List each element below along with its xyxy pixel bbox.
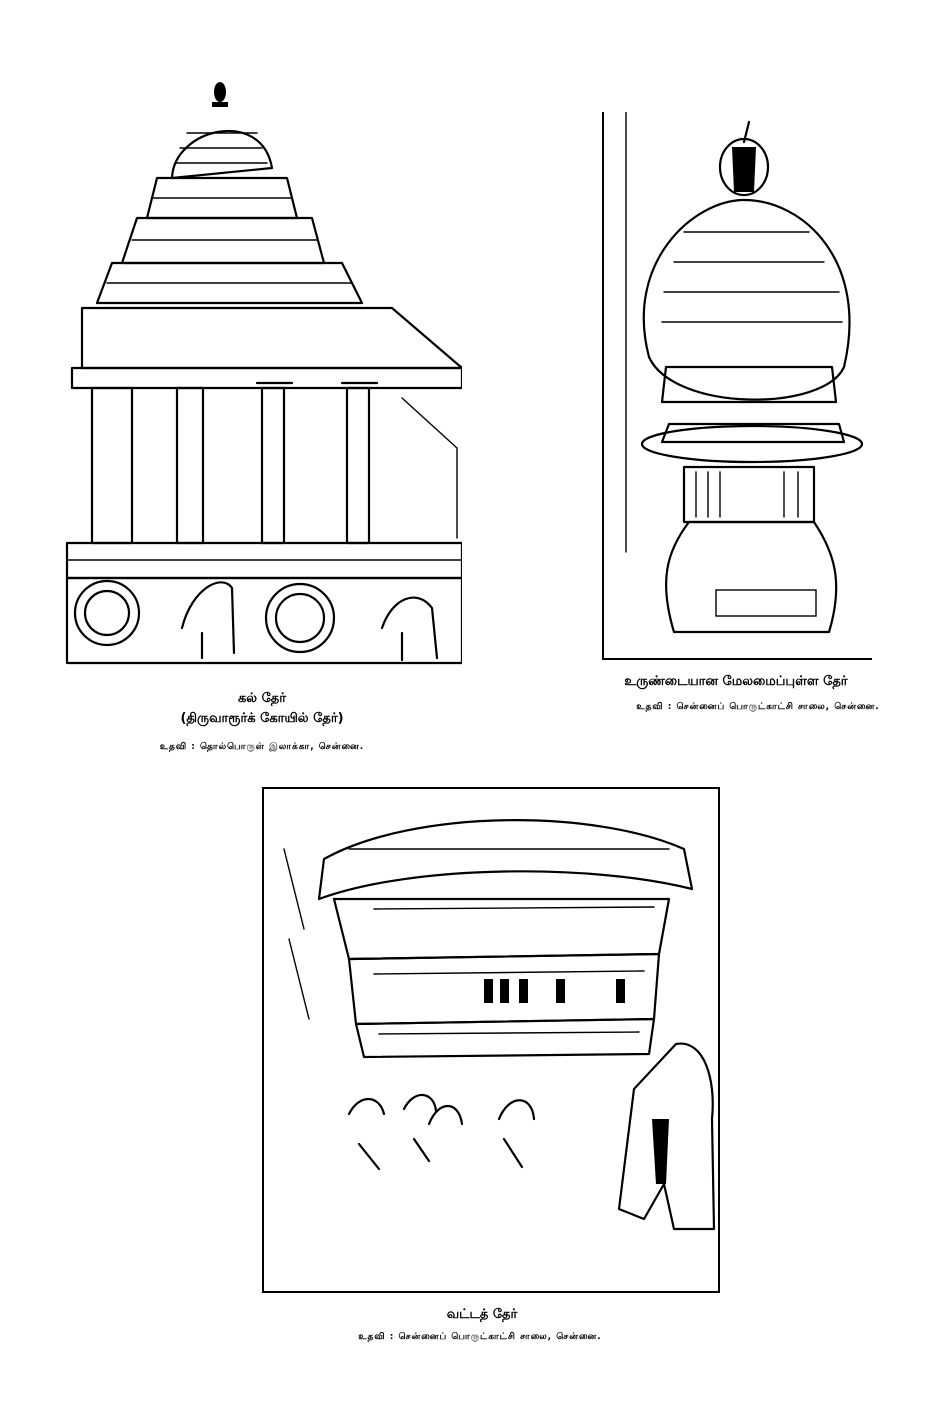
figure-2-title: உருண்டையான மேலமைப்புள்ள தேர் <box>624 674 848 689</box>
figure-1-title: கல் தேர் <box>237 691 287 706</box>
spherical-chariot-drawing <box>625 112 864 634</box>
stone-chariot-drawing <box>65 82 462 665</box>
figure-1-credit: உதவி : தொல்பொருள் இலாக்கா, சென்னை. <box>159 742 365 752</box>
figure-3-title: வட்டத் தேர் <box>446 1307 518 1322</box>
figure-1-subtitle: (திருவாரூர்க் கோயில் தேர்) <box>180 711 344 726</box>
figure-3-credit: உதவி : சென்னைப் பொருட்காட்சி சாலை, சென்ன… <box>358 1332 602 1342</box>
figure-round-chariot-image <box>262 787 720 1293</box>
figure-spherical-chariot-image <box>602 112 872 660</box>
figure-stone-chariot-image <box>62 68 462 668</box>
figure-2-credit: உதவி : சென்னைப் பொருட்காட்சி சாலை, சென்ன… <box>636 702 880 712</box>
round-chariot-drawing <box>283 819 716 1231</box>
